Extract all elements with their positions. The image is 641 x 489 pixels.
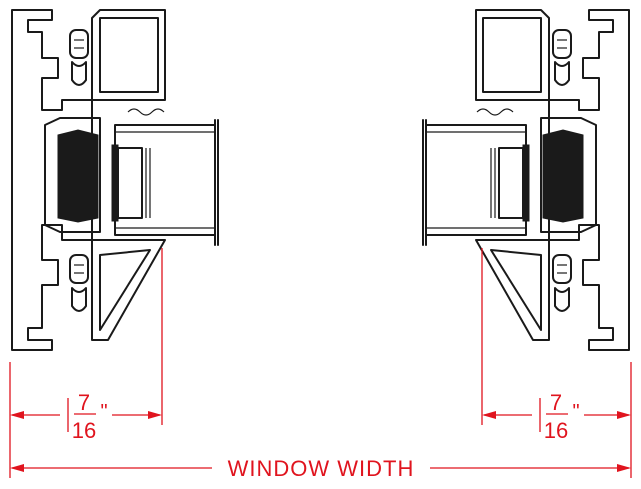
left-frame-web: [91, 9, 166, 101]
right-fraction-numerator: 7: [550, 390, 562, 415]
left-frame-web-inner: [99, 17, 159, 93]
left-thermal-gasket: [57, 129, 99, 223]
left-sill-bracket: [91, 239, 166, 341]
left-screw-top: [69, 29, 89, 86]
left-fraction-numerator: 7: [78, 390, 90, 415]
left-fraction-unit: ": [100, 401, 107, 423]
right-screw-bottom: [552, 254, 572, 312]
right-jamb: [422, 9, 630, 351]
right-sill-bracket: [475, 239, 550, 341]
window-width-dimension: WINDOW WIDTH: [10, 456, 631, 481]
window-width-label: WINDOW WIDTH: [228, 456, 415, 481]
right-offset-dimension: 7 16 ": [482, 390, 631, 443]
left-screw-bottom: [69, 254, 89, 312]
left-fraction-denominator: 16: [72, 418, 96, 443]
right-fraction-unit: ": [572, 401, 579, 423]
left-jamb: [11, 9, 219, 351]
right-thermal-gasket: [542, 129, 584, 223]
left-offset-dimension: 7 16 ": [10, 390, 162, 443]
right-fraction-denominator: 16: [544, 418, 568, 443]
right-screw-top: [552, 29, 572, 86]
